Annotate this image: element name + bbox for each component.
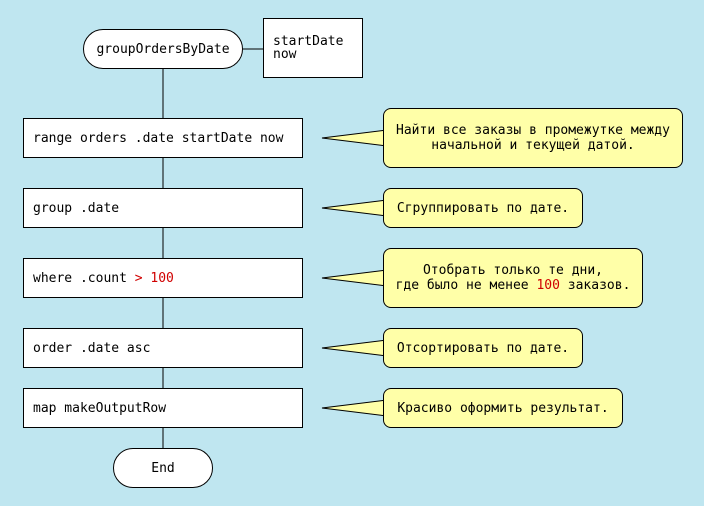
parameters-box: startDate now	[263, 18, 363, 78]
step-range: range orders .date startDate now	[23, 118, 303, 158]
step-map: map makeOutputRow	[23, 388, 303, 428]
comment-line: Сгруппировать по дате.	[396, 200, 570, 216]
comment-text: где было не менее	[395, 278, 537, 293]
step-order: order .date asc	[23, 328, 303, 368]
comment-line: Отобрать только те дни,	[422, 263, 603, 278]
comment-range: Найти все заказы в промежутке между нача…	[383, 108, 683, 168]
callout-pointer-2	[321, 199, 388, 217]
comment-line: где было не менее 100 заказов.	[396, 278, 631, 293]
code-operator: >	[126, 270, 151, 286]
code-number: 100	[150, 270, 174, 286]
comment-line: начальной и текущей датой.	[431, 138, 635, 153]
comment-text: заказов.	[559, 278, 631, 293]
comment-line: Красиво оформить результат.	[397, 400, 609, 416]
callout-pointer-5	[321, 399, 388, 417]
comment-line: Найти все заказы в промежутке между	[396, 123, 670, 138]
end-terminal: End	[113, 448, 213, 488]
comment-where: Отобрать только те дни, где было не мене…	[383, 248, 643, 308]
step-code: range orders .date startDate now	[33, 130, 284, 146]
step-group: group .date	[23, 188, 303, 228]
callout-pointer-3	[321, 269, 388, 287]
start-label: groupOrdersByDate	[96, 41, 230, 57]
callout-pointer-4	[321, 339, 388, 357]
comment-group: Сгруппировать по дате.	[383, 188, 583, 228]
start-terminal: groupOrdersByDate	[83, 29, 243, 69]
end-label: End	[151, 460, 175, 476]
comment-line: Отсортировать по дате.	[396, 340, 570, 356]
comment-number: 100	[536, 278, 560, 293]
comment-map: Красиво оформить результат.	[383, 388, 623, 428]
step-code: map makeOutputRow	[33, 400, 167, 416]
comment-order: Отсортировать по дате.	[383, 328, 583, 368]
step-code: group .date	[33, 200, 120, 216]
step-code: where .count	[33, 270, 127, 286]
param-startdate: startDate	[273, 34, 344, 49]
param-now: now	[273, 47, 297, 62]
step-code: order .date asc	[33, 340, 151, 356]
callout-pointer-1	[321, 129, 388, 147]
step-where: where .count > 100	[23, 258, 303, 298]
